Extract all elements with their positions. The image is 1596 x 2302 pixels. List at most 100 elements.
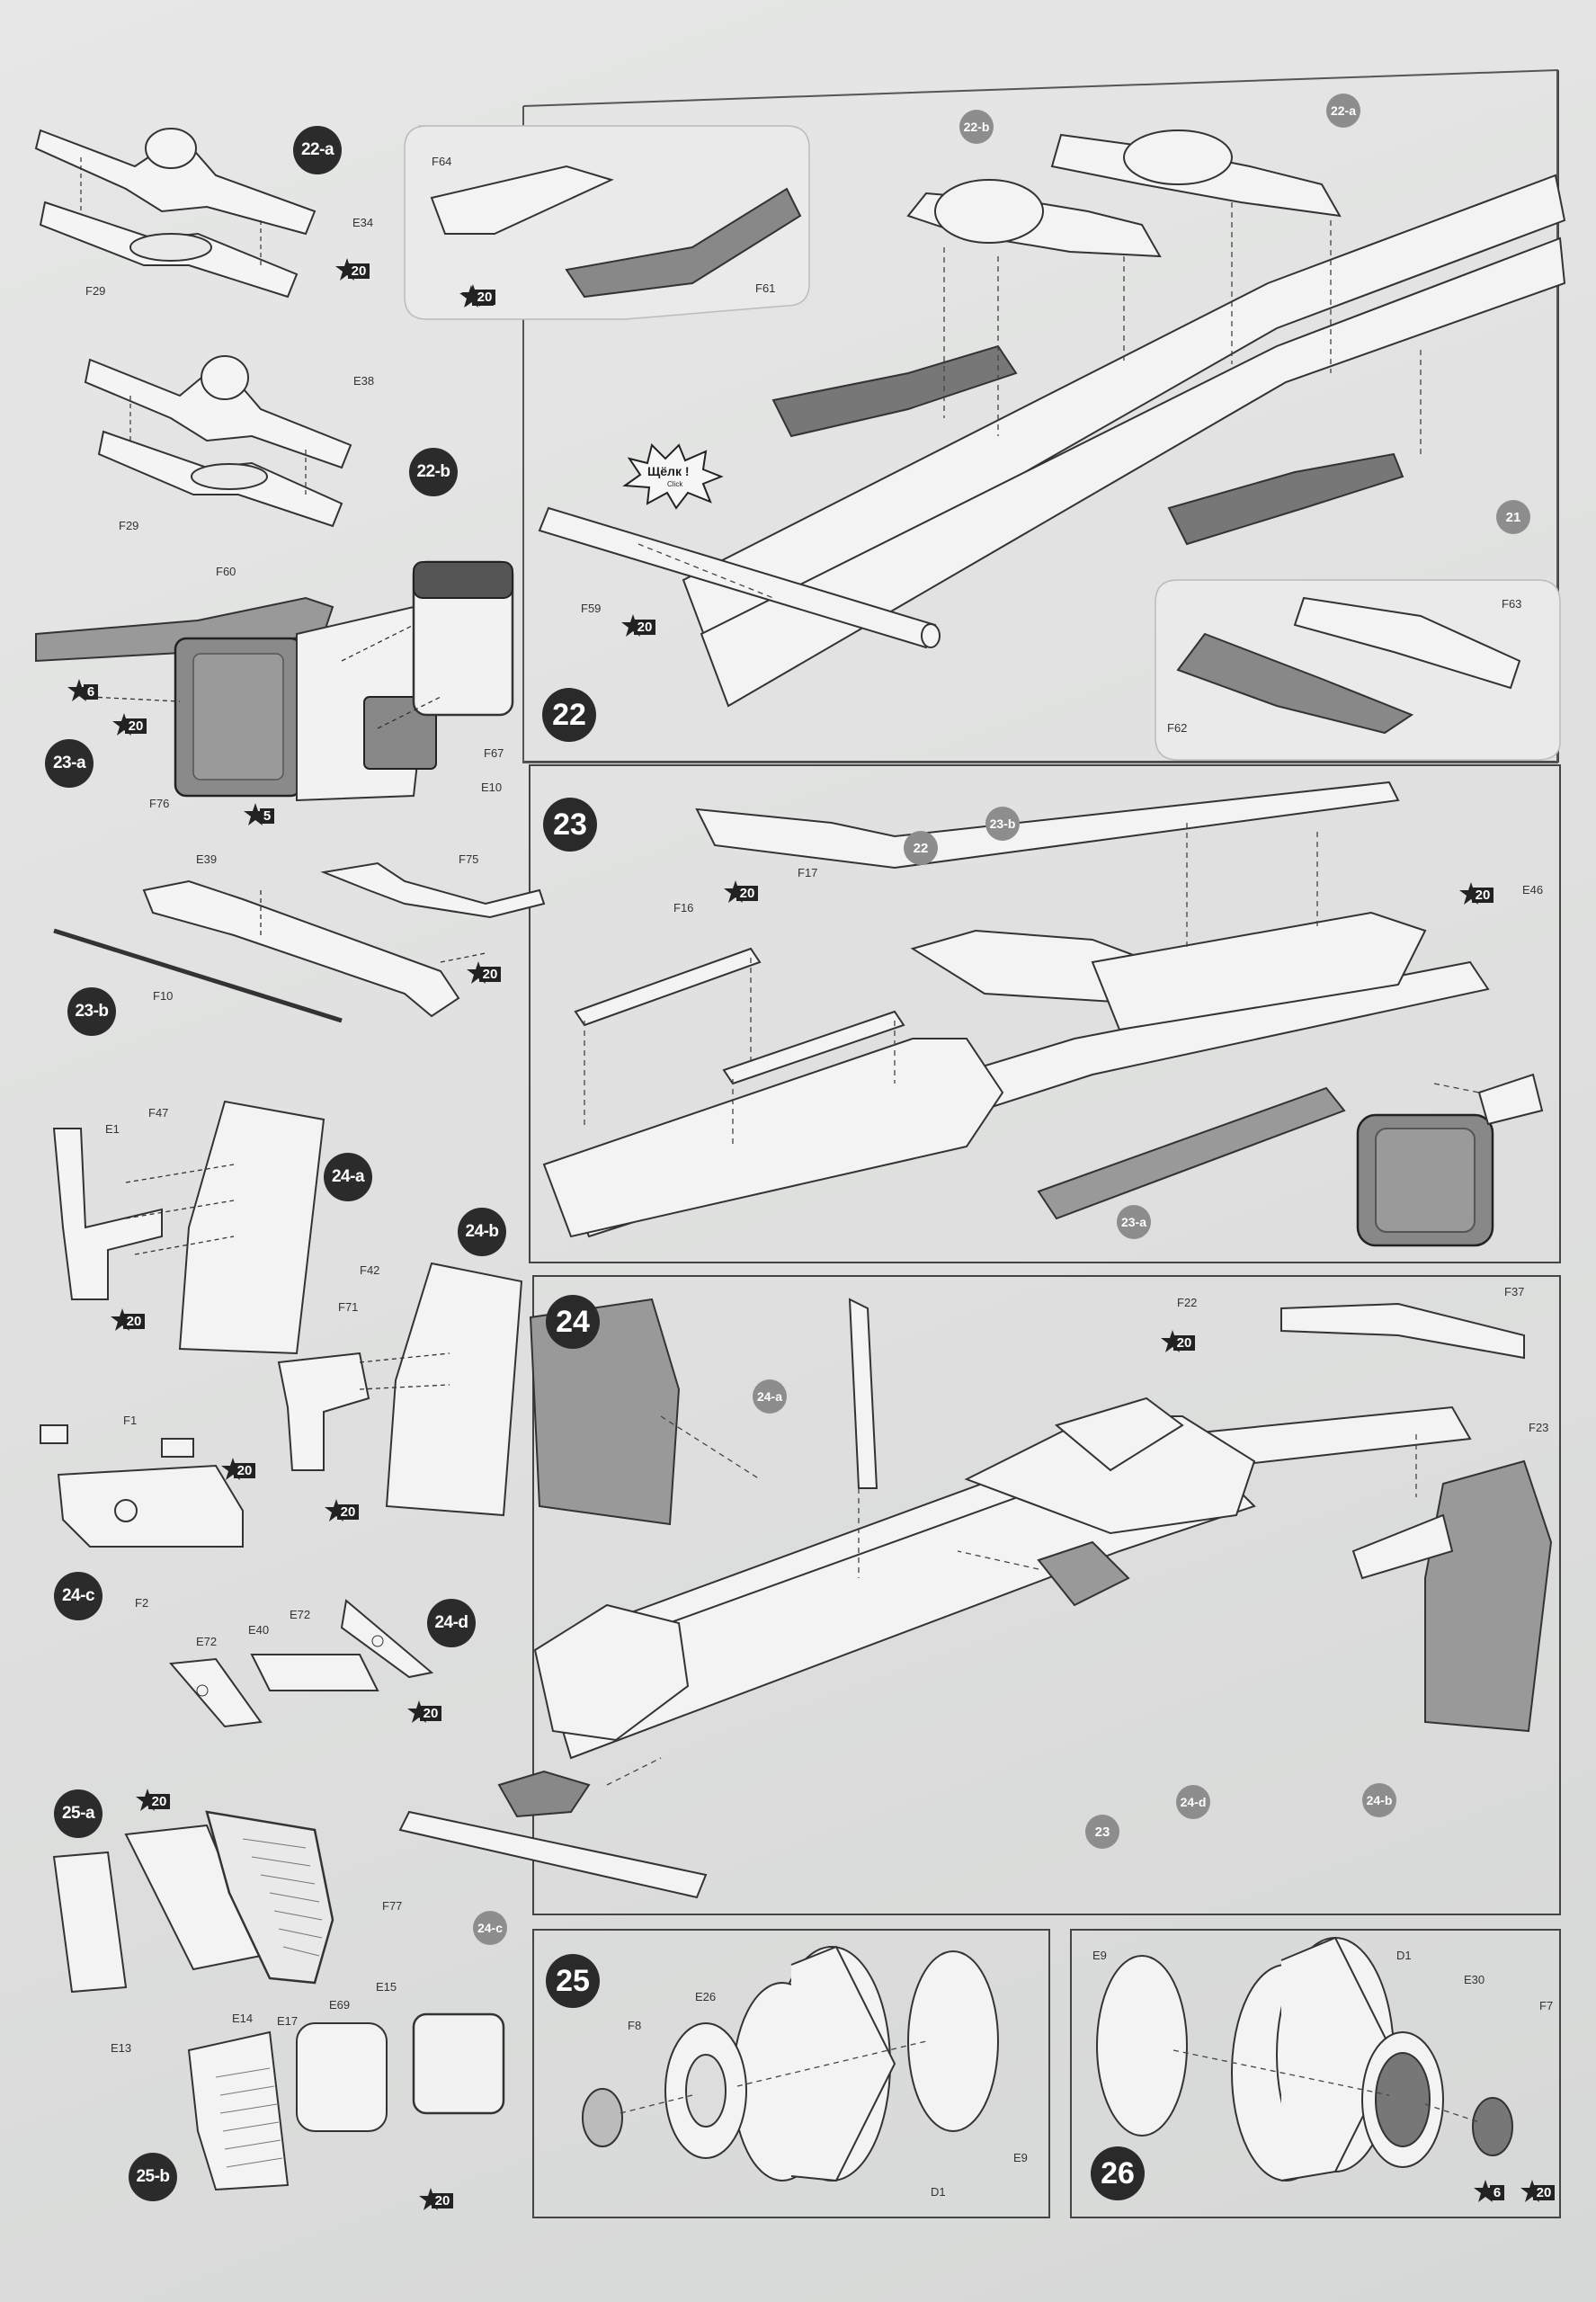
- part-label: D1: [1396, 1949, 1412, 1962]
- step-number-24: 24: [546, 1295, 600, 1349]
- part-label: E9: [1013, 2151, 1028, 2164]
- part-label: E38: [353, 374, 375, 388]
- part-label: F8: [628, 2019, 642, 2032]
- part-label: E39: [196, 852, 218, 866]
- part-label: F63: [1502, 597, 1522, 611]
- part-label: F29: [85, 284, 106, 298]
- part-label: E9: [1092, 1949, 1107, 1962]
- sub-label-22a: 22-a: [293, 126, 342, 174]
- axle-22b-drawing: [84, 355, 352, 528]
- star-badge-20: 20: [460, 283, 500, 310]
- part-label: F29: [119, 519, 139, 532]
- bracket-24d-drawing: [168, 1599, 434, 1728]
- part-label: F17: [798, 866, 818, 879]
- panel-step-24: [532, 1275, 1561, 1915]
- part-label: F71: [338, 1300, 359, 1314]
- ref-circle-23b: 23-b: [985, 807, 1020, 841]
- part-label: E17: [277, 2014, 299, 2028]
- part-label: E1: [105, 1122, 120, 1136]
- inset-box-f63: [1155, 579, 1561, 761]
- part-label: F37: [1504, 1285, 1525, 1298]
- mudguard-24b-drawing: [277, 1262, 523, 1517]
- part-label: E69: [329, 1998, 351, 2012]
- mudguard-24a-drawing: [52, 1100, 325, 1355]
- part-label: F61: [755, 281, 776, 295]
- panel-step-25: [532, 1929, 1050, 2218]
- step-number-25: 25: [546, 1954, 600, 2008]
- part-label: E34: [352, 216, 374, 229]
- sub-label-25a: 25-a: [54, 1789, 103, 1838]
- part-label: E15: [376, 1980, 397, 1994]
- ref-circle-24b: 24-b: [1362, 1783, 1396, 1817]
- sub-label-24b: 24-b: [458, 1208, 506, 1256]
- part-label: D1: [931, 2185, 946, 2199]
- ref-circle-22b: 22-b: [959, 110, 994, 144]
- sub-label-24d: 24-d: [427, 1599, 476, 1647]
- ref-circle-21: 21: [1496, 500, 1530, 534]
- star-badge-20: 20: [466, 960, 505, 987]
- part-label: F10: [153, 989, 174, 1003]
- wheel-26-drawing: [1096, 1936, 1513, 2182]
- part-label: F59: [581, 602, 602, 615]
- star-badge-20: 20: [334, 257, 374, 284]
- star-badge-6: 6: [1473, 2179, 1512, 2206]
- step-23-chassis-drawing: [542, 781, 1544, 1247]
- ref-circle-22: 22: [904, 831, 938, 865]
- panel-step-23: [529, 764, 1561, 1263]
- sub-label-22b: 22-b: [409, 448, 458, 496]
- part-label: E72: [290, 1608, 311, 1621]
- bracket-24c-drawing: [40, 1424, 244, 1548]
- sub-label-25b: 25-b: [129, 2153, 177, 2201]
- star-badge-20: 20: [110, 1307, 149, 1334]
- click-text: Щёлк !: [647, 464, 690, 478]
- part-label: E30: [1464, 1973, 1485, 1986]
- part-label: F16: [673, 901, 694, 915]
- part-label: E13: [111, 2041, 132, 2055]
- sub-label-24c: 24-c: [54, 1572, 103, 1620]
- battery-box-25a-drawing: [52, 1810, 334, 1994]
- star-badge-20: 20: [1458, 881, 1498, 908]
- part-label: E10: [481, 781, 503, 794]
- part-label: F7: [1539, 1999, 1554, 2012]
- part-label: F75: [459, 852, 479, 866]
- part-label: F76: [149, 797, 170, 810]
- part-label: E72: [196, 1635, 218, 1648]
- part-label: F62: [1167, 721, 1188, 735]
- ref-circle-24c: 24-c: [473, 1911, 507, 1945]
- star-badge-20: 20: [620, 613, 660, 640]
- step-22-chassis-drawing: [430, 129, 1566, 735]
- star-badge-20: 20: [723, 879, 762, 906]
- part-label: F22: [1177, 1296, 1198, 1309]
- tie-rods-23b-drawing: [53, 861, 546, 1023]
- wheel-25-drawing: [582, 1945, 999, 2182]
- axle-22a-drawing: [34, 128, 317, 299]
- step-number-26: 26: [1091, 2146, 1145, 2200]
- star-badge-5: 5: [243, 802, 282, 829]
- part-label: F77: [382, 1899, 403, 1913]
- panel-step-26: [1070, 1929, 1561, 2218]
- sub-label-23a: 23-a: [45, 739, 94, 788]
- step-24-chassis-drawing: [398, 1298, 1553, 1899]
- part-label: F47: [148, 1106, 169, 1120]
- part-label: F23: [1529, 1421, 1549, 1434]
- star-badge-20: 20: [135, 1788, 174, 1815]
- star-badge-20: 20: [418, 2187, 458, 2214]
- ref-circle-24a: 24-a: [753, 1379, 787, 1414]
- part-label: E40: [248, 1623, 270, 1637]
- step-number-22: 22: [542, 688, 596, 742]
- part-label: F2: [135, 1596, 149, 1610]
- part-label: E46: [1522, 883, 1544, 897]
- click-burst: Щёлк ! Click: [620, 441, 724, 511]
- part-label: F67: [484, 746, 504, 760]
- star-badge-20: 20: [220, 1457, 260, 1484]
- part-label: F1: [123, 1414, 138, 1427]
- part-label: F42: [360, 1263, 380, 1277]
- sub-label-23b: 23-b: [67, 987, 116, 1036]
- sub-label-24a: 24-a: [324, 1153, 372, 1201]
- star-badge-6: 6: [67, 678, 106, 705]
- part-label: F60: [216, 565, 236, 578]
- part-label: F64: [432, 155, 452, 168]
- click-sub-text: Click: [667, 480, 683, 488]
- star-badge-20: 20: [406, 1700, 446, 1726]
